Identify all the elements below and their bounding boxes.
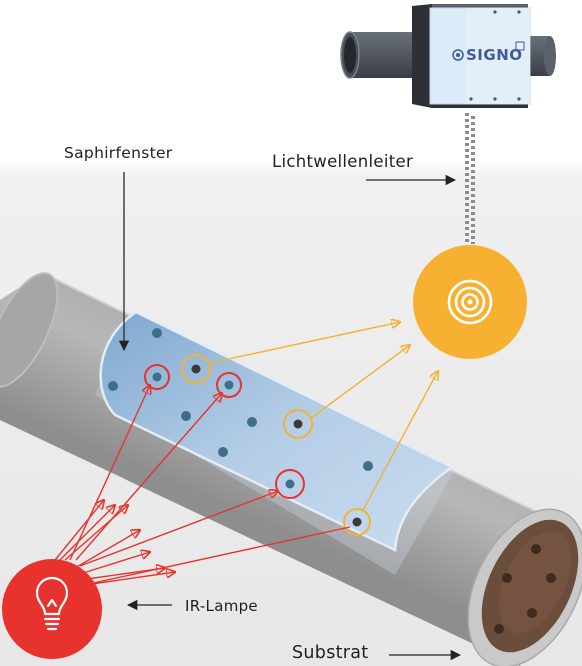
sapphire-window bbox=[99, 310, 455, 552]
sensor-device bbox=[340, 4, 556, 108]
optical-fiber bbox=[465, 113, 475, 244]
detector bbox=[413, 245, 527, 359]
pipe-far-end bbox=[0, 272, 59, 388]
leader-lines bbox=[118, 172, 462, 661]
label-substrate: Substrat bbox=[292, 643, 369, 663]
ir-lamp-disk bbox=[2, 559, 102, 659]
label-optical-fiber: Lichtwellenleiter bbox=[272, 152, 414, 171]
sapphire-window-pane bbox=[99, 310, 455, 552]
lightbulb-icon bbox=[35, 576, 69, 631]
signo-logo-icon bbox=[452, 41, 525, 61]
concentric-rings-icon bbox=[447, 279, 493, 325]
reflected-rays bbox=[209, 322, 438, 511]
label-sapphire-window: Saphirfenster bbox=[64, 144, 173, 162]
ir-lamp bbox=[2, 559, 102, 659]
label-ir-lamp: IR-Lampe bbox=[185, 597, 258, 615]
ir-rays bbox=[54, 385, 351, 588]
sensor-brand: SIGNO bbox=[466, 46, 523, 64]
